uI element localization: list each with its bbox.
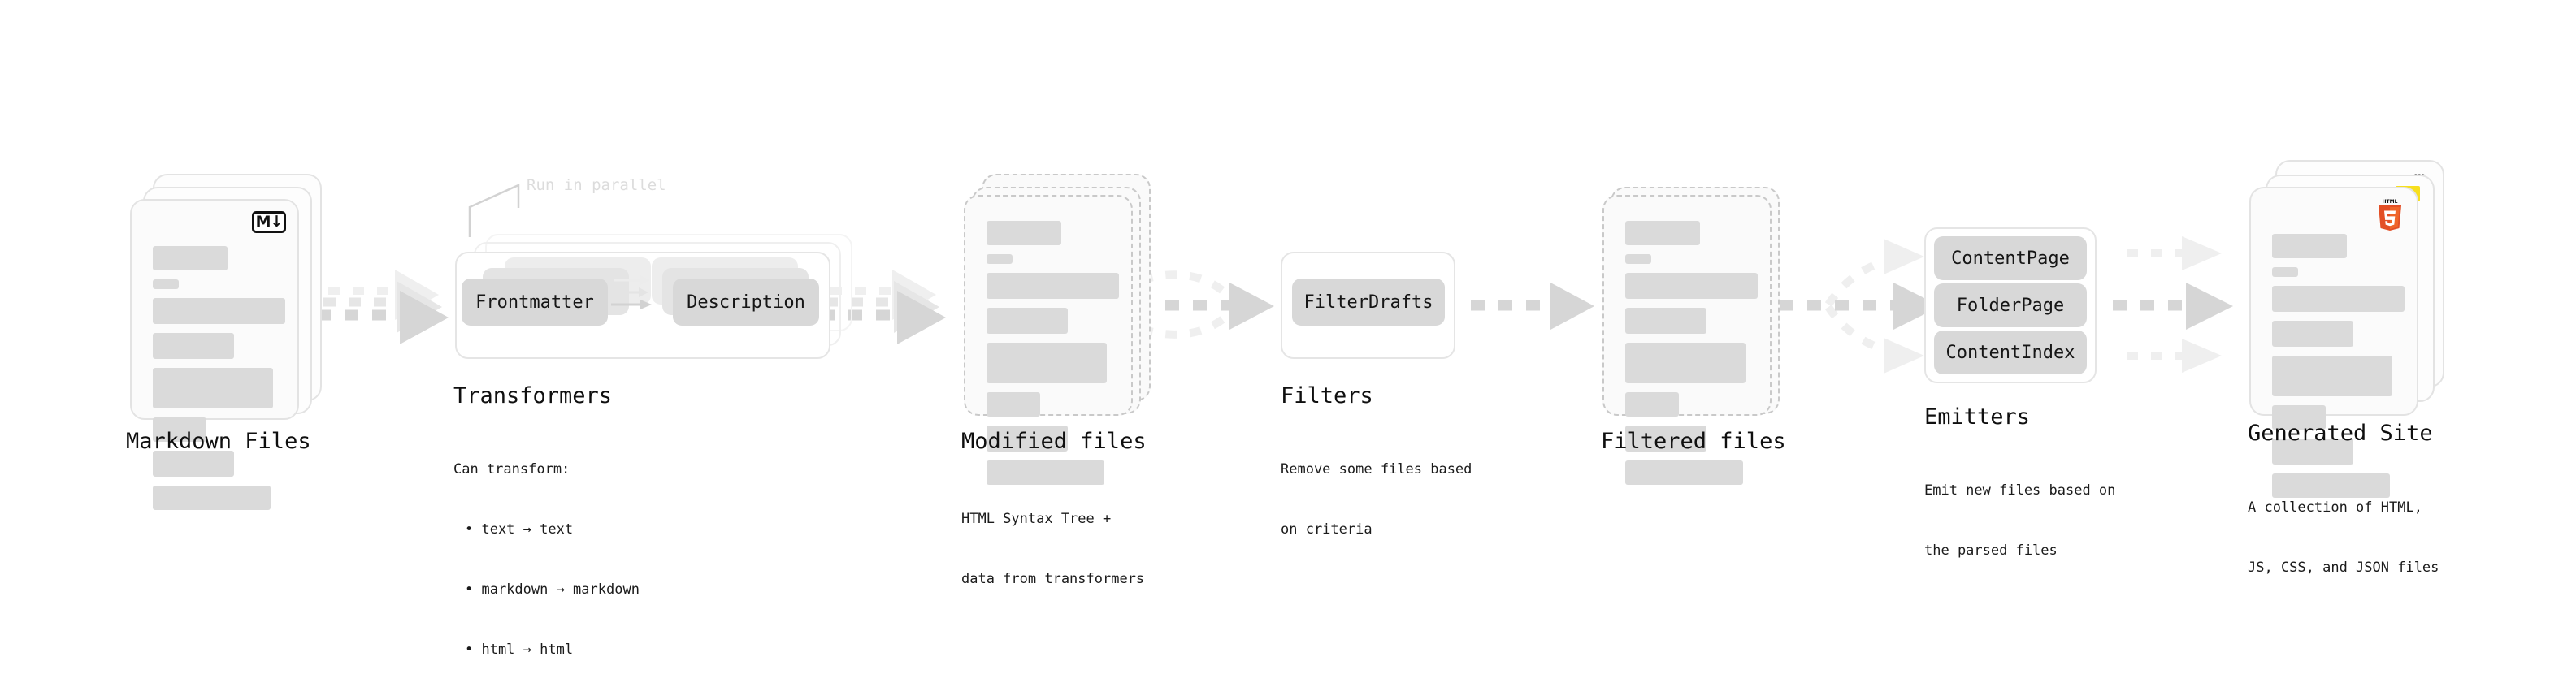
file-bar [153,417,206,442]
filters-desc-line: Remove some files based [1281,461,1472,478]
connector-emitters-to-site [2113,236,2233,373]
file-bar [2272,321,2353,347]
file-bar [1625,308,1706,334]
markdown-badge: M↓ [252,211,286,233]
html5-icon: HTML [2376,197,2404,231]
markdown-file-bars [153,246,285,519]
transformers-desc-heading: Can transform: [453,461,570,478]
file-bar [153,246,228,270]
stage-description-transformers: Can transform: • text → text • markdown … [453,420,640,700]
svg-text:HTML: HTML [2383,199,2398,205]
file-bar [153,368,273,408]
connector-modified-to-filters [1138,270,1274,339]
file-bar [987,273,1119,299]
file-bar [987,426,1068,452]
file-bar [987,343,1107,383]
file-bar [987,254,1013,264]
site-desc-line: JS, CSS, and JSON files [2248,560,2439,577]
emitters-desc-line: the parsed files [1924,542,2058,560]
modified-file-card-front [964,195,1133,485]
filtered-file-card-front [1602,195,1772,485]
modified-desc-line: HTML Syntax Tree + [961,511,1112,528]
stage-title-filtered-files: Filtered files [1601,429,1786,454]
stage-title-markdown-files: Markdown Files [126,429,311,454]
transformers-desc-item: • html → html [465,642,574,659]
stage-title-generated-site: Generated Site [2248,421,2433,446]
file-bar [153,298,285,324]
site-file-bars [2272,234,2405,507]
file-bar [2272,405,2326,430]
file-bar [1625,392,1679,417]
markdown-file-card-front: M↓ [130,199,299,510]
site-file-card-front: HTML [2249,187,2418,498]
file-bar [2272,267,2298,277]
file-bar [153,333,234,359]
file-bar [153,451,234,477]
file-bar [987,460,1104,485]
stage-title-transformers: Transformers [453,383,613,408]
transformer-chip-frontmatter[interactable]: Frontmatter [462,279,608,326]
filter-chip-filterdrafts[interactable]: FilterDrafts [1292,279,1445,326]
filtered-file-bars [1625,221,1758,494]
transformer-chip-description[interactable]: Description [673,279,819,326]
file-bar [2272,439,2353,465]
emitters-desc-line: Emit new files based on [1924,482,2116,499]
stage-description-modified-files: HTML Syntax Tree + data from transformer… [961,469,1144,629]
stage-title-modified-files: Modified files [961,429,1147,454]
file-bar [2272,234,2347,258]
connector-md-to-transformers [317,270,449,344]
run-in-parallel-leader [468,184,520,237]
diagram-canvas: .dash-strong{stroke:#d6d6d6;stroke-width… [126,160,2444,658]
html5-icon-svg: HTML [2379,199,2401,231]
file-bar [987,221,1061,245]
transformers-desc-item: • markdown → markdown [465,581,640,598]
file-bar [2272,473,2390,498]
site-desc-line: A collection of HTML, [2248,499,2422,516]
stage-description-emitters: Emit new files based on the parsed files [1924,441,2115,601]
filters-desc-line: on criteria [1281,521,1373,538]
file-bar [1625,460,1743,485]
file-bar [987,392,1040,417]
file-bar [2272,286,2405,312]
modified-desc-line: data from transformers [961,571,1145,588]
stage-description-filters: Remove some files based on criteria [1281,420,1472,580]
connector-filters-to-filtered [1471,283,1594,330]
connector-filtered-to-emitters [1780,239,1941,374]
file-bar [987,308,1068,334]
file-bar [1625,426,1706,452]
file-bar [1625,221,1700,245]
emitter-chip-contentpage[interactable]: ContentPage [1934,236,2087,280]
file-bar [1625,273,1758,299]
run-in-parallel-label: Run in parallel [527,176,666,194]
emitter-chip-folderpage[interactable]: FolderPage [1934,283,2087,327]
file-bar [153,279,179,289]
emitter-chip-contentindex[interactable]: ContentIndex [1934,331,2087,374]
modified-file-bars [987,221,1119,494]
file-bar [2272,356,2392,396]
stage-description-generated-site: A collection of HTML, JS, CSS, and JSON … [2248,458,2439,618]
file-bar [153,486,271,510]
file-bar [1625,254,1651,264]
stage-title-emitters: Emitters [1924,404,2031,430]
stage-title-filters: Filters [1281,383,1373,408]
file-bar [1625,343,1746,383]
transformers-desc-item: • text → text [465,521,574,538]
